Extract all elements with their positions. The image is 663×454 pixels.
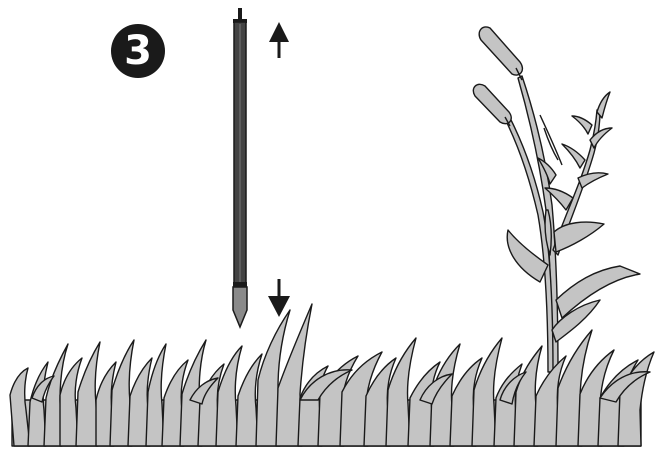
arrow-down-icon (268, 279, 290, 317)
measuring-probe-icon (233, 8, 247, 327)
cattail-plant-icon (473, 27, 640, 372)
arrow-up-icon (269, 22, 289, 58)
